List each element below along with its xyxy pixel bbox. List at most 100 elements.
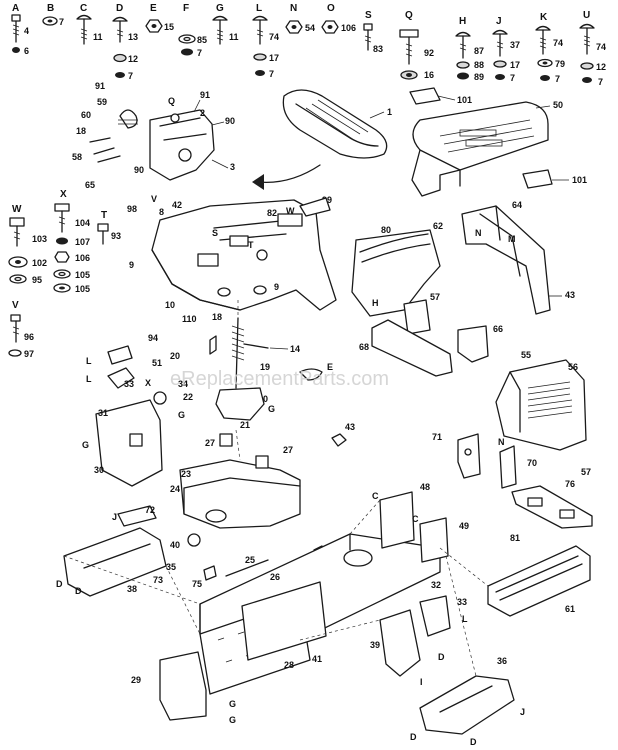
callout-D3: D	[438, 652, 445, 662]
callout-14: 14	[290, 344, 300, 354]
label-6: 6	[24, 46, 29, 56]
callout-G: G	[268, 404, 275, 414]
callout-64: 64	[512, 200, 522, 210]
label-102: 102	[32, 258, 47, 268]
label-H: H	[459, 16, 466, 27]
front-axle-brackets: 39 32 33 L D I	[370, 580, 468, 687]
label-7g: 7	[598, 77, 603, 87]
label-89: 89	[474, 72, 484, 82]
callout-H: H	[372, 298, 379, 308]
callout-91: 91	[200, 90, 210, 100]
label-J: J	[496, 16, 502, 27]
callout-38: 38	[127, 584, 137, 594]
callout-41: 41	[312, 654, 322, 664]
label-87: 87	[474, 46, 484, 56]
callout-75: 75	[192, 579, 202, 589]
callout-43b: 43	[345, 422, 355, 432]
callout-82: 82	[267, 208, 277, 218]
callout-21: 21	[240, 420, 250, 430]
hardware-nut-E: E 15	[145, 3, 174, 33]
callout-62: 62	[433, 221, 443, 231]
hardware-bolt-U: U 74 12 7	[579, 10, 606, 87]
callout-22: 22	[183, 392, 193, 402]
callout-110: 110	[182, 314, 197, 324]
callout-T: T	[248, 240, 254, 250]
callout-57b: 57	[581, 467, 591, 477]
callout-48: 48	[420, 482, 430, 492]
callout-81: 81	[510, 533, 520, 543]
label-T: T	[101, 210, 107, 221]
callout-91b: 91	[95, 81, 105, 91]
callout-C2: C	[412, 514, 419, 524]
steering-column: 18 14 19 20 20 21 22 51 34 X G E	[145, 300, 333, 430]
label-103: 103	[32, 234, 47, 244]
callout-60: 60	[81, 110, 91, 120]
callout-42: 42	[172, 200, 182, 210]
label-G: G	[216, 3, 224, 14]
callout-101b: 101	[572, 175, 587, 185]
callout-J2: J	[520, 707, 525, 717]
callout-59: 59	[97, 97, 107, 107]
label-11: 11	[93, 32, 103, 42]
callout-51: 51	[152, 358, 162, 368]
callout-71: 71	[432, 432, 442, 442]
callout-S: S	[212, 228, 218, 238]
callout-98: 98	[127, 204, 137, 214]
callout-50: 50	[553, 100, 563, 110]
callout-73: 73	[153, 575, 163, 585]
hardware-bolt-K: K 74 79 7	[535, 12, 565, 84]
label-74b: 74	[553, 38, 563, 48]
callout-72: 72	[145, 505, 155, 515]
callout-39: 39	[370, 640, 380, 650]
callout-W: W	[286, 206, 295, 216]
label-D: D	[116, 3, 123, 14]
left-side-panel: 30 31 G G 33 94 L L	[82, 333, 185, 487]
label-F: F	[183, 3, 189, 14]
callout-L3: L	[462, 614, 468, 624]
callout-36: 36	[497, 656, 507, 666]
callout-23: 23	[181, 469, 191, 479]
left-footrest: 72 73 38 35 D D J	[56, 505, 176, 597]
label-13: 13	[128, 32, 138, 42]
label-16: 16	[424, 70, 434, 80]
battery-tank-area: 23 24 27 27	[170, 433, 301, 529]
label-15: 15	[164, 22, 174, 32]
label-12: 12	[128, 54, 138, 64]
callout-3: 3	[230, 162, 235, 172]
hardware-bolt-D: D 13 12 7	[112, 3, 138, 81]
label-92: 92	[424, 48, 434, 58]
callout-31: 31	[98, 408, 108, 418]
hardware-bolt-H: H 87 88 89	[455, 16, 484, 82]
label-37: 37	[510, 40, 520, 50]
fender-assembly: 80 62 64 43 H N M	[351, 200, 575, 317]
hardware-nut-B: B 7	[42, 3, 64, 27]
callout-56: 56	[568, 362, 578, 372]
callout-30: 30	[94, 465, 104, 475]
label-U: U	[583, 10, 590, 21]
label-K: K	[540, 12, 548, 23]
callout-65: 65	[85, 180, 95, 190]
label-85: 85	[197, 35, 207, 45]
watermark-text: eReplacementParts.com	[170, 368, 389, 390]
hardware-bolt-L: L 74 17 7	[252, 3, 279, 79]
callout-Q: Q	[168, 96, 175, 106]
callout-D4: D	[410, 732, 417, 742]
callout-18b: 18	[212, 312, 222, 322]
label-106b: 106	[75, 253, 90, 263]
callout-9b: 9	[274, 282, 279, 292]
callout-1: 1	[387, 107, 392, 117]
label-93: 93	[111, 231, 121, 241]
label-11b: 11	[229, 32, 239, 42]
label-S: S	[365, 10, 372, 21]
callout-D2: D	[75, 586, 82, 596]
callout-N7: N	[498, 437, 505, 447]
callout-2: 2	[200, 108, 205, 118]
main-frame: 48 49 C C 26 28 41	[199, 482, 469, 695]
label-95: 95	[32, 275, 42, 285]
callout-E: E	[327, 362, 333, 372]
label-W: W	[12, 204, 22, 215]
callout-G3: G	[178, 410, 185, 420]
callout-94: 94	[148, 333, 158, 343]
mounting-plates: 57 68 66	[359, 292, 503, 377]
